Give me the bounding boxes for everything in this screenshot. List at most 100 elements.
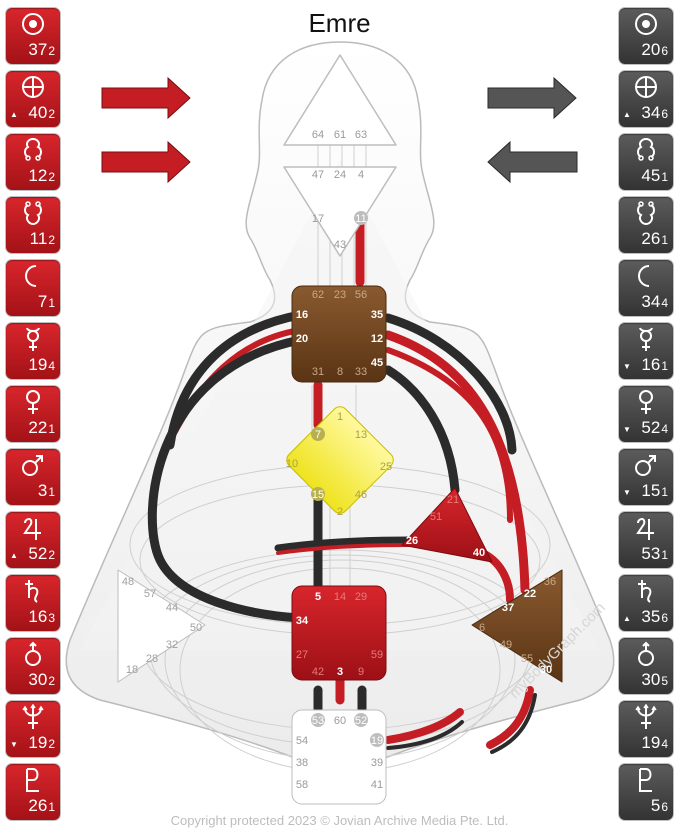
line-number: 1 (48, 800, 55, 814)
design-arrow-bottom (101, 140, 191, 184)
gate-39: 39 (371, 757, 383, 769)
gate-line-value: 31 (38, 481, 55, 502)
design-neptune-card: ▼ 192 (6, 701, 60, 757)
line-number: 6 (661, 611, 668, 625)
gate-line-value: 261 (641, 229, 668, 250)
gate-58: 58 (296, 779, 308, 791)
gate-48: 48 (122, 576, 134, 588)
arrow-mark: ▼ (623, 362, 631, 371)
gate-line-value: 451 (641, 166, 668, 187)
arrow-mark: ▼ (623, 425, 631, 434)
gate-36: 36 (544, 576, 556, 588)
gate-50: 50 (190, 622, 202, 634)
gate-line-value: 221 (28, 418, 55, 439)
mercury-icon (26, 327, 40, 351)
personality-mars-card: ▼151 (619, 449, 673, 505)
personality-arrow-bottom (487, 140, 578, 184)
arrow-mark: ▲ (10, 551, 18, 560)
line-number: 4 (661, 737, 668, 751)
gate-15: 15 (312, 489, 324, 501)
gate-number: 52 (641, 418, 661, 437)
gate-number: 19 (641, 733, 661, 752)
venus-icon (26, 390, 40, 414)
north-node-icon (24, 137, 42, 161)
gate-line-value: 344 (641, 292, 668, 313)
gate-17: 17 (312, 213, 324, 225)
gate-number: 40 (28, 103, 48, 122)
gate-34: 34 (296, 615, 309, 627)
gate-16: 16 (296, 309, 308, 321)
gate-number: 37 (28, 40, 48, 59)
gate-line-value: 163 (28, 607, 55, 628)
gate-62: 62 (312, 289, 324, 301)
gate-43: 43 (334, 239, 346, 251)
gate-5: 5 (315, 591, 321, 603)
sun-icon (22, 13, 44, 35)
line-number: 2 (48, 548, 55, 562)
arrow-mark: ▲ (10, 110, 18, 119)
arrow-mark: ▲ (623, 110, 631, 119)
line-number: 1 (661, 233, 668, 247)
gate-60: 60 (334, 715, 346, 727)
gate-line-value: 305 (641, 670, 668, 691)
personality-arrows (487, 76, 578, 184)
gate-line-value: 206 (641, 40, 668, 61)
copyright-footer: Copyright protected 2023 © Jovian Archiv… (170, 813, 509, 828)
gate-40: 40 (473, 547, 485, 559)
chart-title: Emre (308, 8, 371, 38)
gate-number: 30 (641, 670, 661, 689)
mercury-icon (639, 327, 653, 351)
arrow-mark: ▼ (10, 740, 18, 749)
mars-icon (22, 455, 43, 476)
gate-10: 10 (286, 458, 298, 470)
gate-line-value: 356 (641, 607, 668, 628)
gate-2: 2 (337, 506, 343, 518)
gate-33: 33 (355, 366, 367, 378)
gate-56: 56 (355, 289, 367, 301)
personality-sun-card: 206 (619, 8, 673, 64)
moon-icon (638, 265, 650, 287)
gate-line-value: 522 (28, 544, 55, 565)
uranus-icon (25, 641, 41, 666)
jupiter-icon (636, 518, 654, 540)
gate-6: 6 (479, 622, 485, 634)
personality-pluto-card: 56 (619, 764, 673, 820)
gate-52: 52 (355, 715, 367, 727)
line-number: 6 (661, 44, 668, 58)
gate-29: 29 (355, 591, 367, 603)
design-venus-card: 221 (6, 386, 60, 442)
gate-64: 64 (312, 129, 324, 141)
line-number: 1 (661, 548, 668, 562)
earth-icon (635, 76, 657, 98)
gate-4: 4 (358, 169, 364, 181)
gate-22: 22 (524, 588, 536, 600)
neptune-icon (22, 704, 44, 729)
spleen-center (117, 569, 206, 683)
gate-line-value: 402 (28, 103, 55, 124)
moon-icon (25, 265, 37, 287)
design-south-node-card: 112 (6, 197, 60, 253)
design-arrows (101, 76, 191, 184)
saturn-icon (25, 580, 39, 603)
gate-line-value: 194 (641, 733, 668, 754)
gate-63: 63 (355, 129, 367, 141)
root-center (291, 709, 387, 805)
gate-41: 41 (371, 779, 383, 791)
gate-35: 35 (371, 309, 383, 321)
design-mercury-card: 194 (6, 323, 60, 379)
line-number: 1 (48, 296, 55, 310)
gate-number: 19 (28, 355, 48, 374)
gate-line-value: 112 (30, 229, 55, 250)
jupiter-icon (23, 518, 41, 540)
sun-icon (635, 13, 657, 35)
gate-line-value: 192 (28, 733, 55, 754)
head-center (283, 54, 397, 146)
gate-26: 26 (406, 535, 418, 547)
ajna-center (283, 166, 397, 257)
uranus-icon (638, 641, 654, 666)
gate-42: 42 (312, 666, 324, 678)
gate-number: 12 (28, 166, 48, 185)
gate-number: 34 (641, 103, 661, 122)
gate-number: 16 (641, 355, 661, 374)
gate-32: 32 (166, 639, 178, 651)
